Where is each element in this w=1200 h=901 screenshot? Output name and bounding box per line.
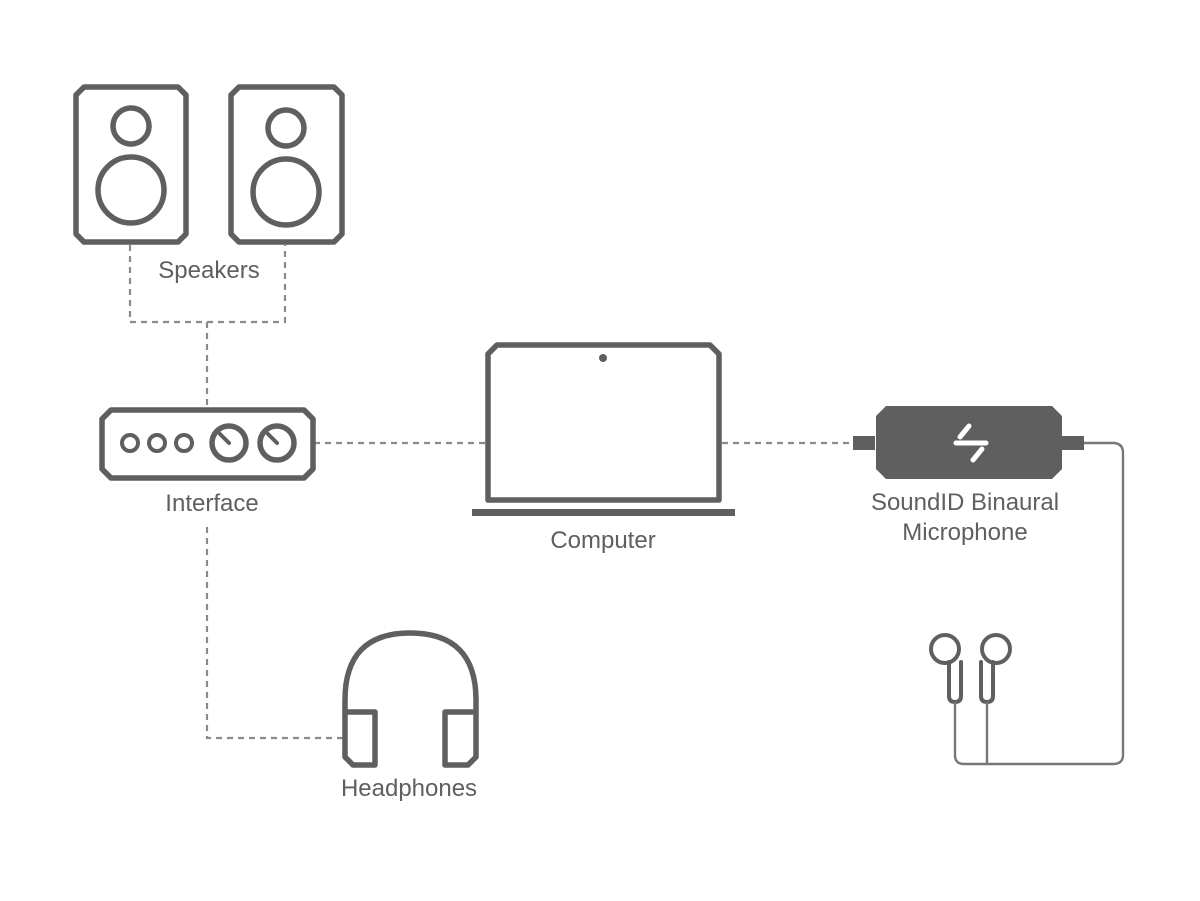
earbud-left — [929, 633, 963, 720]
interface-to-headphones-connector — [205, 527, 345, 740]
headphones-label: Headphones — [341, 775, 477, 802]
binaural-microphone-icon — [853, 406, 1084, 479]
mic-left-plug — [853, 436, 875, 450]
laptop-base — [472, 509, 735, 516]
connectors — [128, 245, 855, 740]
headphones-icon — [342, 630, 479, 768]
interface-label: Interface — [165, 490, 258, 517]
audio-interface-icon — [99, 407, 316, 481]
soundid-logo-icon — [953, 423, 989, 463]
microphone-label-line1: SoundID Binaural — [871, 489, 1059, 516]
speakers-label: Speakers — [158, 257, 259, 284]
speaker-icon-left — [73, 84, 189, 245]
computer-label: Computer — [550, 527, 655, 554]
microphone-label-line2: Microphone — [902, 519, 1027, 546]
mic-right-plug — [1060, 436, 1084, 450]
speaker-icon-right — [228, 84, 345, 245]
webcam-dot — [599, 354, 607, 362]
earbuds-cord — [953, 441, 1125, 766]
laptop-icon — [472, 342, 735, 516]
earbud-right — [979, 633, 1012, 720]
earbuds-icon — [929, 633, 1012, 720]
